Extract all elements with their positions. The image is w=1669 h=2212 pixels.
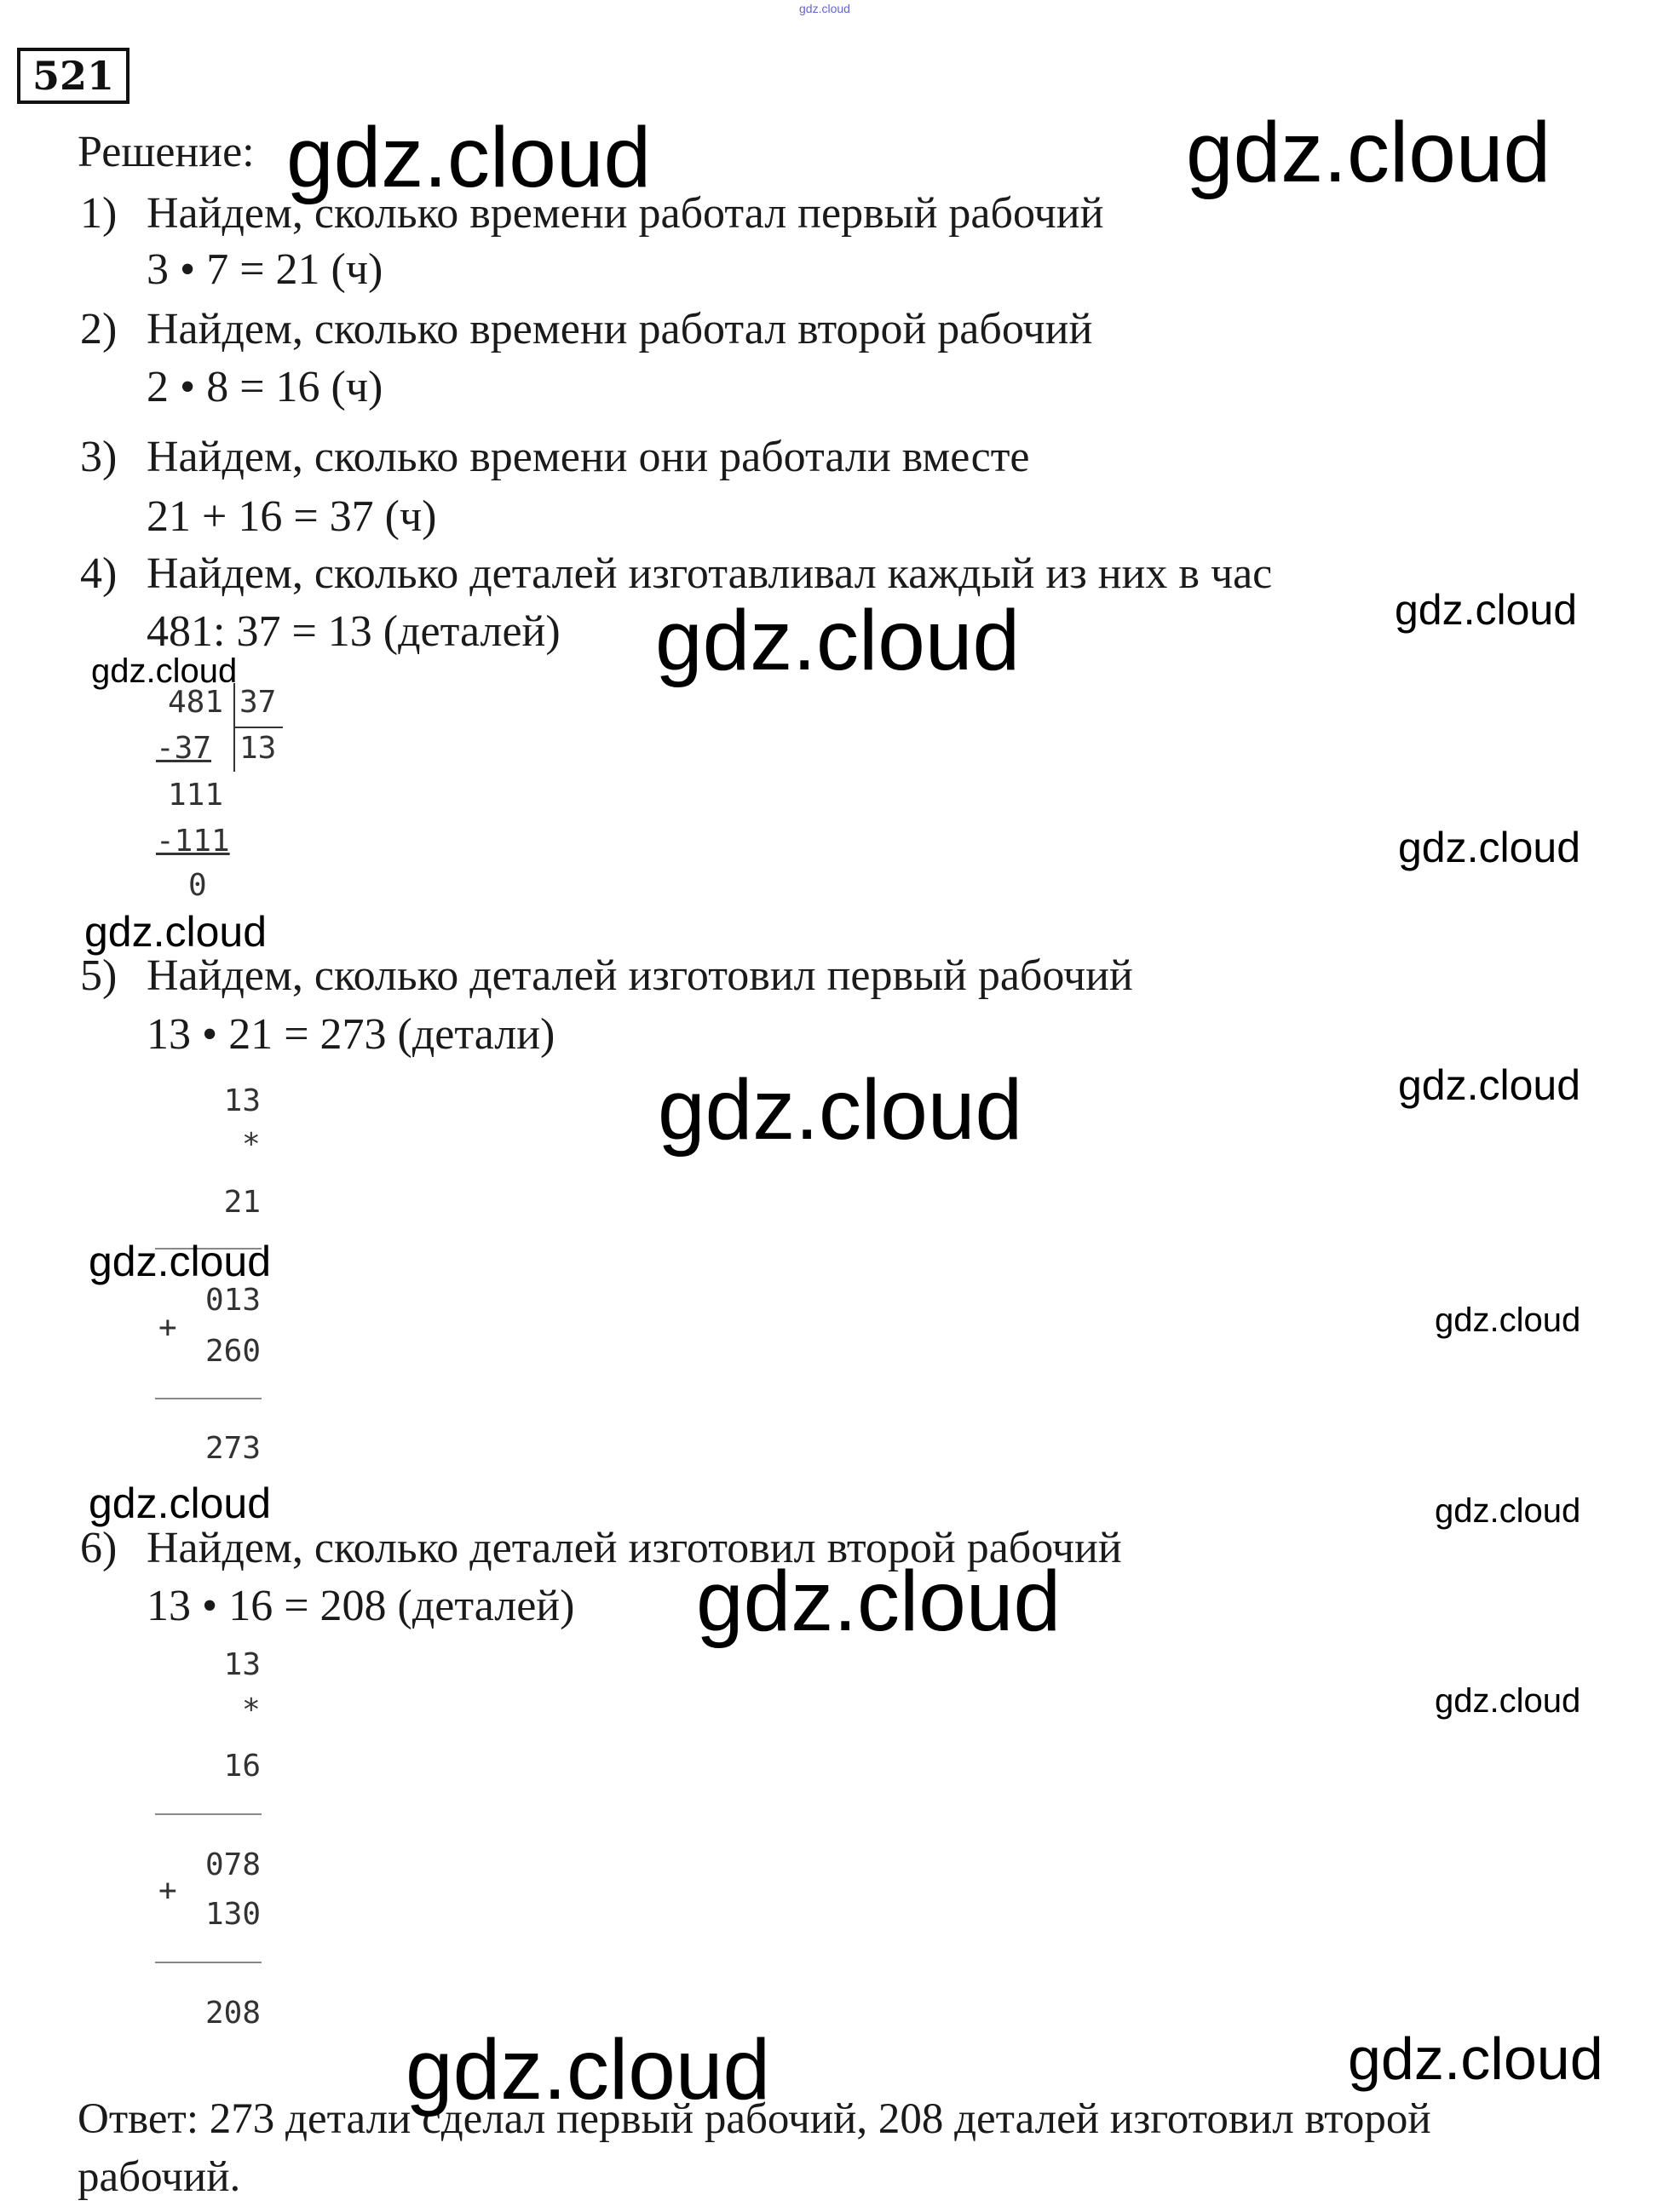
divider-line (155, 1398, 262, 1399)
factor-a: 13 (223, 1647, 261, 1682)
watermark: gdz.cloud (1186, 105, 1551, 200)
problem-number: 521 (17, 48, 129, 104)
product: 273 (204, 1431, 261, 1466)
step-3-num: 3) (80, 433, 118, 481)
divider-line (155, 1962, 262, 1963)
multiply-sign: * (242, 1692, 261, 1727)
step-2-calc: 2 • 8 = 16 (ч) (147, 363, 383, 411)
remainder-2: 0 (188, 868, 207, 903)
watermark: gdz.cloud (696, 1554, 1062, 1649)
watermark: gdz.cloud (1435, 1301, 1581, 1339)
watermark: gdz.cloud (1348, 2025, 1603, 2092)
step-3-text: Найдем, сколько времени они работали вме… (147, 433, 1030, 481)
step-3-calc: 21 + 16 = 37 (ч) (147, 492, 437, 541)
partial-2: 260 (204, 1334, 261, 1369)
watermark: gdz.cloud (1435, 1682, 1581, 1720)
factor-b: 16 (223, 1749, 261, 1784)
watermark: gdz.cloud (658, 1062, 1023, 1158)
watermark: gdz.cloud (655, 593, 1021, 688)
divider-line (155, 1813, 262, 1815)
partial-1: 013 (204, 1283, 261, 1318)
dividend: 481 (168, 685, 224, 720)
step-4-calc: 481: 37 = 13 (деталей) (147, 607, 561, 656)
divider-line (155, 1248, 262, 1250)
step-2-num: 2) (80, 305, 118, 353)
step-5-num: 5) (80, 951, 118, 1000)
partial-1: 078 (204, 1847, 261, 1882)
step-6-calc: 13 • 16 = 208 (деталей) (147, 1582, 575, 1630)
divisor: 37 (239, 685, 277, 720)
subtract-1: -37 (156, 731, 212, 766)
step-6-num: 6) (80, 1524, 118, 1572)
watermark: gdz.cloud (406, 2022, 771, 2117)
step-1-text: Найдем, сколько времени работал первый р… (147, 189, 1104, 238)
plus-sign: + (158, 1873, 177, 1908)
step-1-calc: 3 • 7 = 21 (ч) (147, 245, 383, 294)
step-2-text: Найдем, сколько времени работал второй р… (147, 305, 1093, 353)
watermark: gdz.cloud (1398, 1061, 1581, 1109)
answer-line-2: рабочий. (78, 2153, 241, 2201)
answer-line-1: Ответ: 273 детали сделал первый рабочий,… (78, 2095, 1431, 2143)
watermark: gdz.cloud (91, 652, 238, 690)
plus-sign: + (158, 1310, 177, 1345)
watermark: gdz.cloud (286, 110, 652, 205)
watermark: gdz.cloud (89, 1238, 272, 1285)
watermark: gdz.cloud (1395, 586, 1578, 634)
step-4-text: Найдем, сколько деталей изготавливал каж… (147, 549, 1273, 598)
step-6-text: Найдем, сколько деталей изготовил второй… (147, 1524, 1122, 1572)
step-5-text: Найдем, сколько деталей изготовил первый… (147, 951, 1133, 1000)
header-watermark: gdz.cloud (799, 2, 850, 15)
watermark: gdz.cloud (1398, 824, 1581, 871)
subtract-2: -111 (156, 824, 230, 859)
multiply-sign: * (242, 1127, 261, 1162)
step-5-calc: 13 • 21 = 273 (детали) (147, 1010, 555, 1059)
factor-b: 21 (223, 1185, 261, 1220)
factor-a: 13 (223, 1083, 261, 1118)
partial-2: 130 (204, 1897, 261, 1932)
watermark: gdz.cloud (89, 1479, 272, 1527)
watermark: gdz.cloud (1435, 1492, 1581, 1530)
product: 208 (204, 1996, 261, 2031)
solution-label: Решение: (78, 128, 255, 176)
step-4-num: 4) (80, 549, 118, 598)
divisor-underline (233, 727, 283, 728)
quotient: 13 (239, 731, 277, 766)
remainder-1: 111 (168, 778, 224, 813)
step-1-num: 1) (80, 189, 118, 238)
watermark: gdz.cloud (84, 908, 268, 956)
